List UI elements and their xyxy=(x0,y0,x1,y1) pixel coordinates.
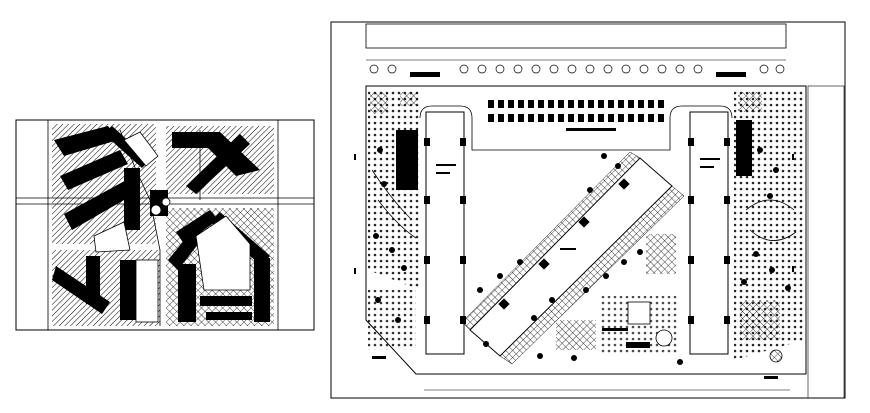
landscape-east xyxy=(734,90,804,360)
building-west xyxy=(425,111,465,355)
parking-area xyxy=(488,100,664,131)
building-east xyxy=(689,111,729,355)
paved-band xyxy=(461,151,641,331)
site-boundary xyxy=(365,85,807,375)
detail-top-road xyxy=(365,23,787,49)
landscape-west xyxy=(368,90,420,290)
detail-plan xyxy=(330,21,846,399)
markers xyxy=(354,154,794,379)
overview-courtyards xyxy=(93,131,251,323)
tree-row xyxy=(369,64,785,74)
internal-drive xyxy=(419,105,733,151)
detail-outer-frame xyxy=(330,21,846,399)
overview-plan xyxy=(15,119,315,331)
building-piers xyxy=(424,138,730,324)
overview-frame xyxy=(15,119,315,331)
scattered-trees xyxy=(373,147,791,365)
